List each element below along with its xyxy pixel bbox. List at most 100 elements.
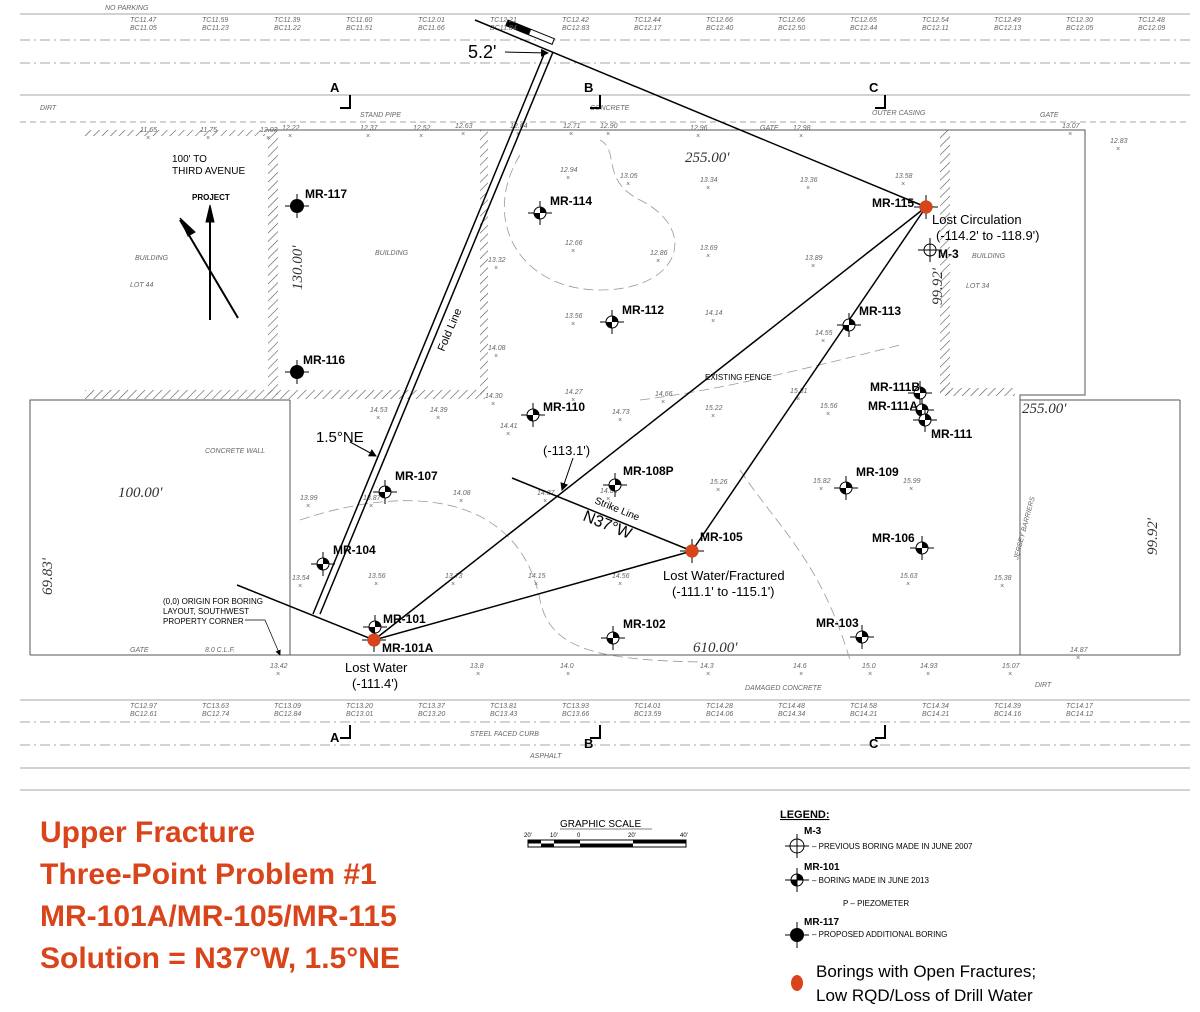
boring-icon-fill [607, 632, 619, 644]
curb-elevation: TC12.66 [706, 17, 733, 24]
curb-elevation: BC12.13 [994, 25, 1021, 32]
boring-label: MR-109 [856, 465, 899, 479]
offset-arrow [504, 48, 549, 57]
spot-elevation: 14.66 [655, 391, 673, 398]
curb-elevation: TC13.37 [418, 703, 446, 710]
dim-right-side: 99.92' [1145, 517, 1161, 555]
spot-elevation: 13.99 [300, 495, 318, 502]
curb-elevation: TC13.20 [346, 703, 373, 710]
spot-elevation: 14.08 [488, 345, 506, 352]
spot-mark: × [1000, 583, 1004, 590]
spot-mark: × [571, 397, 575, 404]
curb-elevation: BC14.12 [1066, 711, 1093, 718]
previous-boring-icon [785, 834, 809, 858]
spot-elevation: 13.36 [800, 177, 818, 184]
spot-mark: × [711, 318, 715, 325]
curb-elevation: TC12.42 [562, 17, 589, 24]
boring-mr-102: MR-102 [601, 617, 666, 650]
spot-elevation: 15.63 [900, 573, 918, 580]
boring-icon-fill [527, 409, 539, 421]
scale-title: GRAPHIC SCALE [560, 819, 641, 830]
lot34-label: LOT 34 [966, 283, 989, 290]
boring-label: MR-103 [816, 616, 859, 630]
spot-mark: × [369, 503, 373, 510]
spot-elevation: 12.98 [793, 125, 811, 132]
boring-label: MR-111A [868, 399, 918, 413]
curb-elevation: BC13.01 [346, 711, 373, 718]
legend-fracture-line2: Low RQD/Loss of Drill Water [816, 986, 1033, 1005]
spot-mark: × [306, 503, 310, 510]
spot-mark: × [146, 135, 150, 142]
spot-elevation: 15.31 [790, 388, 808, 395]
mr101a-note: Lost Water [345, 660, 408, 675]
spot-mark: × [506, 431, 510, 438]
spot-elevation: 13.56 [368, 573, 386, 580]
dim-bottom: 610.00' [693, 640, 738, 656]
boring-label: MR-111 [931, 427, 973, 441]
legend-label: M-3 [804, 826, 822, 837]
fracture-boring-icon [367, 633, 381, 647]
dim-left-building: 130.00' [290, 245, 306, 290]
boring-mr-104: MR-104 [311, 543, 376, 576]
boring-label: MR-112 [622, 303, 664, 317]
boring-label: MR-111B [870, 380, 920, 394]
curb-elevation: BC11.23 [202, 25, 229, 32]
proposed-boring-icon [785, 922, 809, 948]
curb-elevation: BC13.59 [634, 711, 661, 718]
spot-mark: × [799, 133, 803, 140]
gate-label: GATE [130, 647, 149, 654]
legend-fracture-line1: Borings with Open Fractures; [816, 962, 1036, 981]
three-point-solution [236, 19, 927, 641]
spot-mark: × [266, 135, 270, 142]
curb-elevation: TC12.01 [418, 17, 445, 24]
curb-elevation: BC11.22 [274, 25, 301, 32]
origin-label-2: LAYOUT, SOUTHWEST [163, 607, 249, 616]
boring-mr-113: MR-113 [837, 304, 901, 337]
spot-mark: × [206, 135, 210, 142]
fracture-boring-icon [685, 544, 699, 558]
building-label: BUILDING [972, 253, 1006, 260]
spot-elevation: 14.08 [453, 490, 471, 497]
curb-elevation: BC12.84 [274, 711, 301, 718]
curb-elevation: TC14.01 [634, 703, 661, 710]
spot-elevation: 14.37 [537, 490, 556, 497]
boring-label: MR-114 [550, 194, 592, 208]
spot-mark: × [926, 671, 930, 678]
curb-elevation: BC12.09 [1138, 25, 1165, 32]
spot-elevation: 11.65 [140, 127, 157, 134]
spot-mark: × [799, 671, 803, 678]
curb-elevation: BC12.17 [634, 25, 662, 32]
spot-elevation: 15.56 [820, 403, 838, 410]
spot-mark: × [419, 133, 423, 140]
spot-elevation: 14.41 [500, 423, 518, 430]
boring-label: MR-116 [303, 353, 345, 367]
title-line-4: Solution = N37°W, 1.5°NE [40, 942, 400, 975]
curb-elevation: BC12.05 [1066, 25, 1093, 32]
spot-mark: × [461, 131, 465, 138]
boring-icon-fill [606, 316, 618, 328]
curb-label: STEEL FACED CURB [470, 731, 539, 738]
boring-icon-fill [843, 319, 855, 331]
legend-desc: P – PIEZOMETER [843, 899, 909, 908]
scale-tick: 40' [680, 833, 688, 839]
title-line-3: MR-101A/MR-105/MR-115 [40, 900, 397, 933]
spot-mark: × [476, 671, 480, 678]
spot-mark: × [901, 181, 905, 188]
boring-icon-fill [856, 631, 868, 643]
fracture-boring-icon [919, 200, 933, 214]
jersey-barrier-label: JERSEY BARRIERS [1013, 496, 1037, 562]
boring-label: MR-102 [623, 617, 666, 631]
spot-elevation: 12.64 [510, 123, 528, 130]
dim-right-building: 99.92' [930, 267, 946, 305]
fold-line-a [312, 51, 546, 615]
spot-mark: × [906, 581, 910, 588]
spot-elevation: 15.22 [705, 405, 723, 412]
spot-mark: × [376, 415, 380, 422]
spot-elevation: 13.34 [700, 177, 718, 184]
fracture-boring-icon [791, 975, 803, 991]
damaged-concrete-label: DAMAGED CONCRETE [745, 685, 822, 692]
spot-elevation: 15.26 [710, 479, 728, 486]
line-101a-115 [373, 206, 927, 641]
spot-mark: × [288, 133, 292, 140]
